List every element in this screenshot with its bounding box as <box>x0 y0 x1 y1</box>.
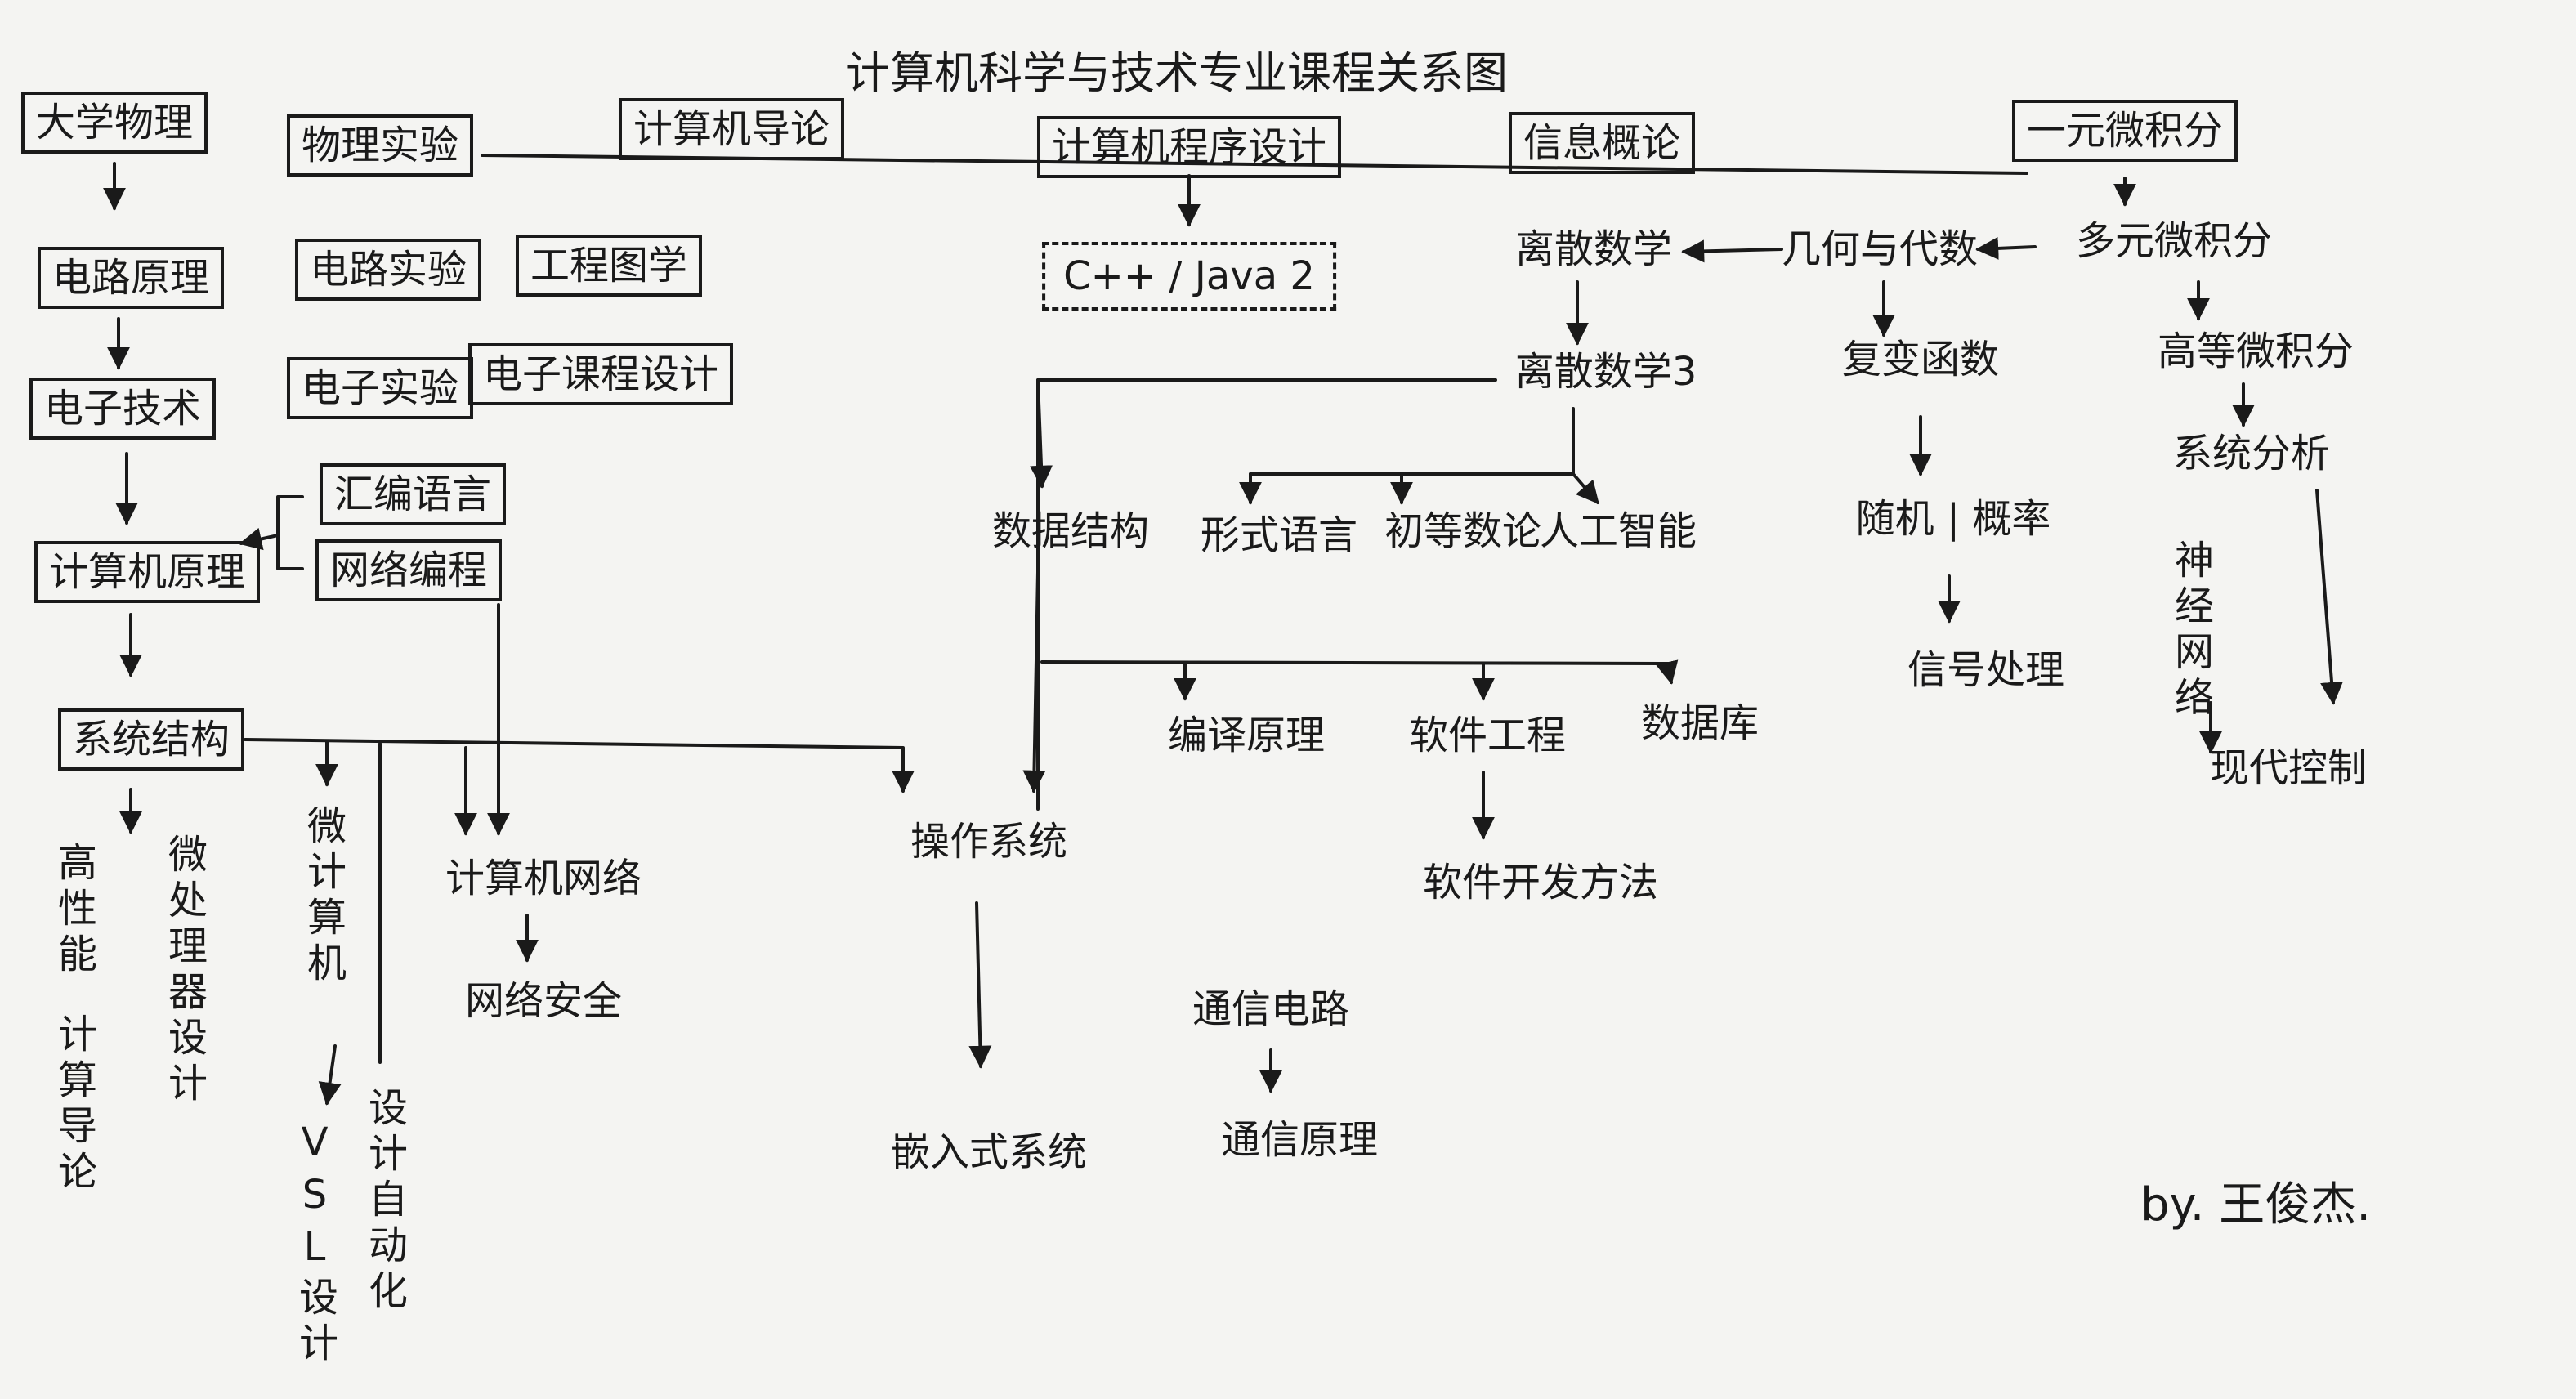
arrow-to-database <box>1655 659 1679 685</box>
node-lisan-shuxue: 离散数学 <box>1514 226 1673 272</box>
bracket-asm-network <box>276 495 304 570</box>
node-shenjing-wangluo: 神经网络 <box>2167 539 2213 722</box>
line-datastruct-to-courses <box>1040 660 1669 665</box>
diagram-title: 计算机科学与技术专业课程关系图 <box>846 47 1508 99</box>
node-yiyuan-weijifen: 一元微积分 <box>2011 100 2238 162</box>
node-gaodeng-weijifen: 高等微积分 <box>2157 329 2355 374</box>
node-chudeng-shulun: 初等数论 <box>1384 508 1542 554</box>
node-qianru-xitong: 嵌入式系统 <box>890 1129 1088 1175</box>
line-architecture-to-os <box>244 738 915 793</box>
node-tongxin-yuanli: 通信原理 <box>1220 1117 1379 1163</box>
arrow-discrete3-to-datastruct <box>1030 378 1053 489</box>
node-duoyuan-weijifen: 多元微积分 <box>2075 218 2273 264</box>
node-chengxu-sheji: 计算机程序设计 <box>1036 116 1342 178</box>
node-vsl-sheji: VSL设计 <box>292 1120 338 1368</box>
node-tongxin-dianlu: 通信电路 <box>1192 986 1350 1032</box>
node-dianzi-jishu: 电子技术 <box>29 378 217 440</box>
node-dianlu-yuanli: 电路原理 <box>37 247 225 309</box>
arrow-microcomputer-to-vsl <box>318 1044 342 1106</box>
node-xiandai-kongzhi: 现代控制 <box>2209 745 2368 791</box>
node-xitong-fenxi: 系统分析 <box>2172 431 2331 476</box>
arrow-multivar-to-algebra <box>1975 236 2037 260</box>
node-suiji-gailv: 随机 | 概率 <box>1855 496 2051 542</box>
node-jisuanji-yuanli: 计算机原理 <box>34 541 261 603</box>
node-cpp-java: C++ / Java 2 <box>1042 242 1336 311</box>
node-xitong-jiegou: 系统结构 <box>57 708 245 771</box>
node-wangluo-biancheng: 网络编程 <box>315 539 503 601</box>
node-ruanjian-kaifa: 软件开发方法 <box>1422 860 1659 905</box>
node-wangluo-anquan: 网络安全 <box>464 978 623 1024</box>
node-bianyi-yuanli: 编译原理 <box>1167 713 1326 758</box>
arrow-sysanalysis-to-control <box>2315 489 2344 705</box>
node-jisuanji-wangluo: 计算机网络 <box>445 856 642 901</box>
node-wei-jisuanji: 微计算机 <box>300 805 346 988</box>
node-dianlu-shiyan: 电路实验 <box>294 239 482 301</box>
node-jihe-daishu: 几何与代数 <box>1781 226 1979 272</box>
node-daxue-wuli: 大学物理 <box>20 92 208 154</box>
node-gaoxingneng: 高性能 <box>51 842 96 979</box>
node-dianzi-kecheng-sheji: 电子课程设计 <box>467 343 734 405</box>
arrow-to-ai <box>1572 472 1599 505</box>
node-rengong-zhineng: 人工智能 <box>1539 508 1697 554</box>
node-xinxi-gailun: 信息概论 <box>1508 112 1696 174</box>
node-wuli-shiyan: 物理实验 <box>286 114 474 177</box>
node-wei-chuliqi-sheji: 微处理器设计 <box>161 834 207 1108</box>
node-gongcheng-tuxue: 工程图学 <box>515 235 703 297</box>
node-jisuanji-daolun: 计算机导论 <box>618 98 845 160</box>
node-sheji-zidonghua: 设计自动化 <box>361 1087 407 1316</box>
line-discrete3-down <box>1249 407 1575 476</box>
arrow-algebra-to-discrete <box>1681 239 1783 263</box>
arrow-datastruct-to-os <box>1022 570 1046 793</box>
node-dianzi-shiyan: 电子实验 <box>286 357 474 419</box>
arrow-os-to-embedded <box>968 901 992 1069</box>
node-lisan-shuxue3: 离散数学3 <box>1514 349 1697 395</box>
node-xinhao-chuli: 信号处理 <box>1907 647 2065 693</box>
node-jisuan-daolun: 计算导论 <box>51 1013 96 1196</box>
node-shujuku: 数据库 <box>1640 700 1760 746</box>
node-xingshi-yuyan: 形式语言 <box>1200 512 1358 558</box>
node-caozuo-xitong: 操作系统 <box>910 819 1068 865</box>
node-shuju-jiegou: 数据结构 <box>991 508 1150 554</box>
author-signature: by. 王俊杰. <box>2140 1178 2372 1231</box>
node-fubian-hanshu: 复变函数 <box>1841 337 2000 382</box>
node-huibian-yuyan: 汇编语言 <box>319 463 507 525</box>
node-ruanjian-gongcheng: 软件工程 <box>1408 713 1567 758</box>
